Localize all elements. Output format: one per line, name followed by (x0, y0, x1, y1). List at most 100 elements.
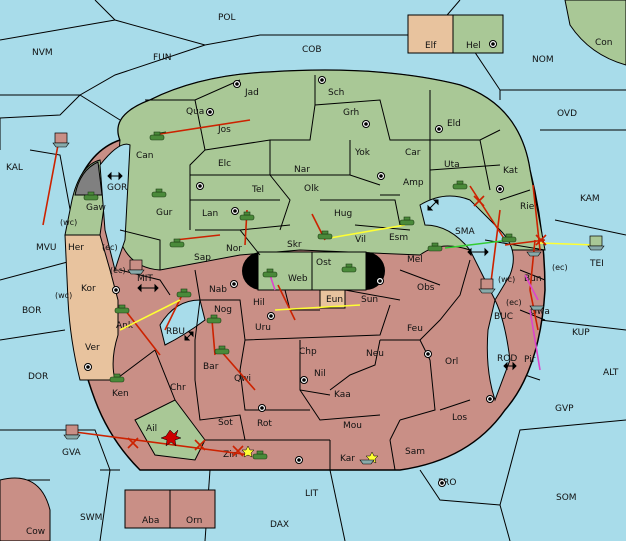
province-aba-box[interactable] (124, 489, 171, 529)
svg-text:Sot: Sot (218, 418, 233, 428)
svg-text:Uru: Uru (255, 323, 271, 333)
supply-centers (84, 40, 504, 487)
svg-text:Feu: Feu (407, 324, 423, 334)
double-arrow-icon (107, 171, 517, 371)
svg-text:Elc: Elc (218, 159, 231, 169)
svg-text:KUP: KUP (572, 328, 590, 338)
svg-text:Nor: Nor (226, 244, 242, 254)
svg-text:Mel: Mel (407, 255, 423, 265)
support-orders (119, 224, 596, 331)
svg-text:Gwa: Gwa (530, 307, 550, 317)
tank-icon (114, 304, 130, 314)
svg-text:Obs: Obs (417, 283, 435, 293)
svg-text:Web: Web (288, 274, 308, 284)
ship-icon (52, 132, 70, 148)
svg-text:Olk: Olk (304, 184, 320, 194)
green-labels: Elf Hel Jad Sch Qua Jos Grh Eld Can Yok … (86, 41, 535, 263)
svg-text:Eld: Eld (447, 119, 461, 129)
svg-text:Con: Con (595, 38, 613, 48)
svg-text:NOM: NOM (532, 55, 554, 65)
svg-text:Car: Car (405, 148, 421, 158)
svg-text:Hel: Hel (466, 41, 481, 51)
svg-text:Grh: Grh (343, 108, 359, 118)
svg-text:Sun: Sun (361, 295, 378, 305)
ship-icon (529, 305, 545, 311)
svg-text:Lan: Lan (202, 209, 218, 219)
ship-icon (359, 459, 375, 465)
svg-text:Rot: Rot (257, 419, 272, 429)
svg-text:OVD: OVD (557, 109, 577, 119)
svg-text:Ail: Ail (146, 424, 157, 434)
tank-icon (262, 268, 278, 278)
svg-text:Hug: Hug (334, 209, 352, 219)
svg-text:Vil: Vil (355, 235, 366, 245)
svg-text:Sam: Sam (405, 447, 425, 457)
tank-icon (399, 216, 415, 226)
svg-text:Nar: Nar (294, 165, 310, 175)
svg-text:(wc): (wc) (498, 275, 515, 284)
coast-labels: (wc) (ec) (ec) (wc) (wc) (ec) (ec) (55, 218, 568, 307)
svg-text:Uta: Uta (444, 160, 460, 170)
convoy-orders (444, 239, 511, 249)
svg-text:NVM: NVM (32, 48, 53, 58)
svg-text:Nog: Nog (214, 305, 232, 315)
tank-icon (427, 242, 443, 252)
tank-icon (252, 450, 268, 460)
svg-text:FUN: FUN (153, 53, 172, 63)
ship-icon (478, 278, 496, 294)
tank-icon (239, 211, 255, 221)
svg-text:Orn: Orn (186, 516, 202, 526)
svg-text:Kaa: Kaa (334, 390, 351, 400)
province-orn-box[interactable] (169, 489, 216, 529)
svg-text:LIT: LIT (305, 489, 319, 499)
svg-text:Los: Los (452, 413, 467, 423)
sea-labels: POL NVM FUN COB NOM Con OVD KAL KAM GOR … (6, 13, 619, 537)
tank-icon (109, 373, 125, 383)
tank-icon (176, 288, 192, 298)
svg-text:BUC: BUC (494, 312, 513, 322)
svg-text:GVA: GVA (62, 448, 82, 458)
svg-text:Cow: Cow (26, 527, 45, 537)
svg-text:Skr: Skr (287, 240, 302, 250)
ship-icon (127, 259, 145, 275)
svg-text:BOR: BOR (22, 306, 41, 316)
svg-text:COB: COB (302, 45, 322, 55)
svg-text:TEI: TEI (589, 259, 604, 269)
svg-text:Ken: Ken (112, 389, 129, 399)
svg-text:Amp: Amp (403, 178, 424, 188)
tank-icon (317, 230, 333, 240)
svg-text:Jad: Jad (244, 88, 259, 98)
svg-text:MVU: MVU (36, 243, 57, 253)
svg-text:MIT: MIT (137, 274, 153, 284)
svg-text:(ec): (ec) (552, 263, 568, 272)
sea-sma-channel (419, 195, 514, 302)
tank-icon (151, 188, 167, 198)
svg-text:GOR: GOR (107, 183, 127, 193)
tank-icon (169, 238, 185, 248)
svg-text:Bar: Bar (203, 362, 219, 372)
svg-text:POL: POL (218, 13, 236, 23)
svg-text:(ec): (ec) (506, 298, 522, 307)
svg-text:Sch: Sch (328, 88, 344, 98)
svg-text:Hil: Hil (253, 298, 265, 308)
svg-text:DOR: DOR (28, 372, 48, 382)
svg-text:Nil: Nil (314, 369, 326, 379)
svg-text:Neu: Neu (366, 349, 384, 359)
tank-icon (452, 180, 468, 190)
province-cow[interactable] (0, 477, 51, 541)
ship-icon (526, 251, 542, 257)
svg-text:Sap: Sap (194, 253, 211, 263)
fleets[interactable] (52, 132, 605, 465)
svg-text:Gur: Gur (156, 208, 173, 218)
svg-text:Can: Can (136, 151, 154, 161)
tan-labels: Her Kor Ver Eun Sun (68, 243, 378, 353)
ship-icon (63, 424, 81, 440)
svg-text:ALT: ALT (603, 368, 619, 378)
svg-text:Qwi: Qwi (234, 374, 251, 384)
svg-text:(ec): (ec) (102, 243, 118, 252)
svg-text:GVP: GVP (555, 404, 574, 414)
svg-text:Jos: Jos (217, 125, 231, 135)
armies[interactable] (83, 131, 517, 460)
